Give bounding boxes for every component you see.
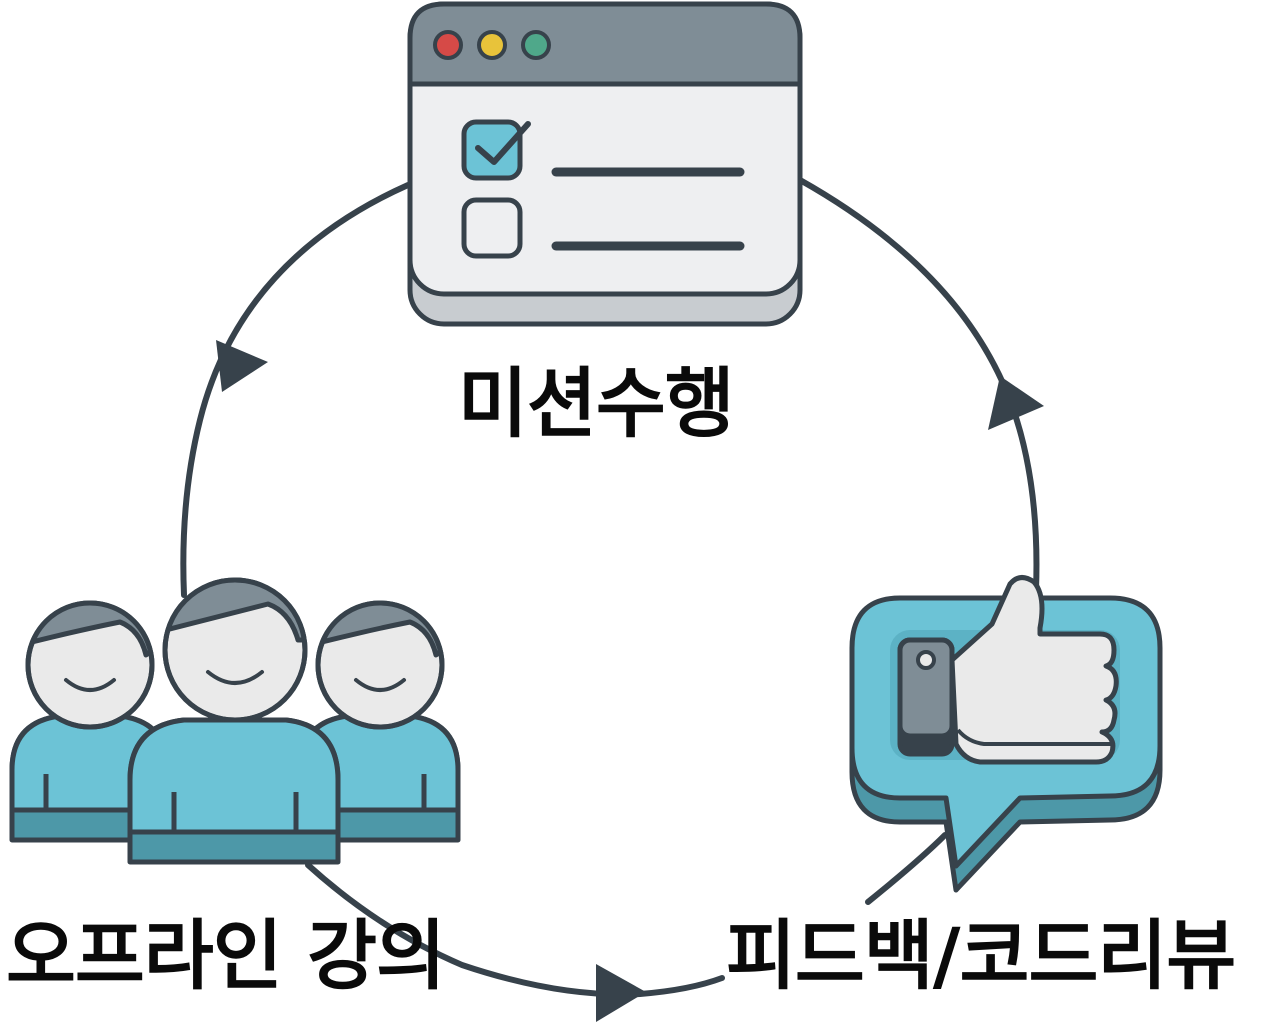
arrowhead-right bbox=[988, 376, 1044, 430]
person-center-icon bbox=[127, 577, 341, 865]
checkmark-icon bbox=[475, 121, 531, 165]
browser-checklist-icon bbox=[407, 1, 803, 327]
arc-bottom bbox=[305, 862, 725, 998]
arc-left bbox=[180, 182, 411, 598]
person-right-icon bbox=[297, 600, 461, 843]
thumbs-up-bubble-icon bbox=[849, 575, 1163, 893]
mission-label: 미션수행 bbox=[458, 359, 735, 448]
window-dot-red bbox=[433, 30, 463, 60]
checked-box-icon bbox=[461, 119, 523, 181]
thumb-hand-icon bbox=[949, 575, 1119, 765]
arrowhead-left bbox=[216, 340, 268, 392]
arrowhead-bottom bbox=[596, 964, 646, 1022]
window-dot-yellow bbox=[477, 30, 507, 60]
arc-bottom-right bbox=[865, 832, 948, 905]
feedback-review-label: 피드백/코드리뷰 bbox=[726, 911, 1236, 1000]
unchecked-box-icon bbox=[461, 197, 523, 259]
people-group-icon bbox=[9, 577, 461, 865]
window-dot-green bbox=[521, 30, 551, 60]
arrowheads bbox=[216, 340, 1044, 1022]
offline-lecture-label: 오프라인 강의 bbox=[6, 911, 446, 1000]
